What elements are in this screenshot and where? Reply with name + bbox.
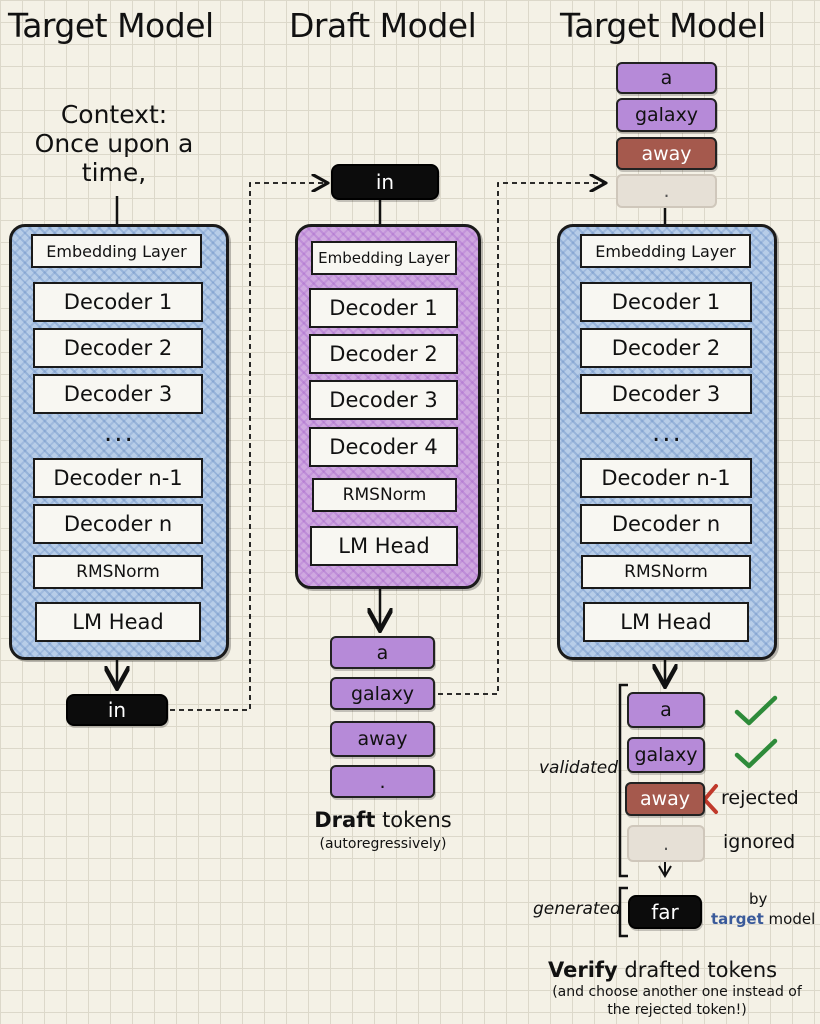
model-word: model xyxy=(763,910,816,928)
input-token-left: in xyxy=(66,694,168,726)
verify-token-rejected: away xyxy=(625,782,705,816)
target-word: target xyxy=(711,910,764,928)
incoming-token: galaxy xyxy=(616,98,717,132)
draft-embedding-layer: Embedding Layer xyxy=(311,241,457,275)
incoming-token: a xyxy=(616,62,717,94)
rejected-label: rejected xyxy=(721,787,799,809)
verify-caption-rest: drafted tokens xyxy=(617,958,778,982)
right-title: Target Model xyxy=(560,6,766,45)
right-lm-head: LM Head xyxy=(583,602,749,642)
draft-token: away xyxy=(330,721,435,757)
draft-decoder-1: Decoder 1 xyxy=(309,288,458,328)
right-decoder-1: Decoder 1 xyxy=(580,282,752,322)
context-text: Context: Once upon a time, xyxy=(28,100,200,187)
draft-tokens-caption: Draft tokens xyxy=(300,808,466,832)
right-decoder-n-minus-1: Decoder n-1 xyxy=(580,458,752,498)
draft-token: a xyxy=(330,636,435,669)
incoming-token: away xyxy=(616,137,717,170)
generated-label: generated xyxy=(533,899,621,919)
validated-label: validated xyxy=(539,758,619,778)
draft-caption-bold: Draft xyxy=(314,808,376,832)
verify-caption-bold: Verify xyxy=(548,958,618,982)
right-decoder-n: Decoder n xyxy=(580,504,752,544)
right-decoder-3: Decoder 3 xyxy=(580,374,752,414)
ignored-label: ignored xyxy=(723,831,796,853)
verify-caption: Verify drafted tokens xyxy=(548,958,777,982)
incoming-token: . xyxy=(616,174,717,208)
by-target-model-label: target model xyxy=(711,910,815,928)
decoder-2: Decoder 2 xyxy=(33,328,203,368)
draft-caption-rest: tokens xyxy=(375,808,452,832)
verify-token: galaxy xyxy=(627,737,705,773)
generated-token: far xyxy=(628,895,702,929)
middle-title: Draft Model xyxy=(289,6,477,45)
draft-decoder-2: Decoder 2 xyxy=(309,334,458,374)
input-token-draft: in xyxy=(331,164,439,200)
decoder-1: Decoder 1 xyxy=(33,282,203,322)
draft-caption-sub: (autoregressively) xyxy=(319,836,447,852)
right-embedding-layer: Embedding Layer xyxy=(580,234,751,268)
right-rmsnorm-layer: RMSNorm xyxy=(581,555,751,589)
right-layer-ellipsis: ... xyxy=(652,418,683,448)
context-line: Once upon a xyxy=(34,129,194,158)
rmsnorm-layer: RMSNorm xyxy=(33,555,203,589)
draft-decoder-3: Decoder 3 xyxy=(309,380,458,420)
verify-token: a xyxy=(627,692,705,728)
check-icon xyxy=(734,695,778,726)
draft-token: galaxy xyxy=(330,677,435,710)
decoder-3: Decoder 3 xyxy=(33,374,203,414)
by-label: by xyxy=(749,890,768,908)
left-title: Target Model xyxy=(8,6,214,45)
verify-caption-line2: (and choose another one instead of xyxy=(552,984,802,1000)
decoder-n: Decoder n xyxy=(33,504,203,544)
verify-token-ignored: . xyxy=(627,825,705,862)
check-icon xyxy=(734,738,778,769)
draft-token: . xyxy=(330,765,435,798)
embedding-layer: Embedding Layer xyxy=(31,234,202,268)
layer-ellipsis: ... xyxy=(104,418,135,448)
context-line: Context: xyxy=(60,100,168,129)
lm-head: LM Head xyxy=(35,602,201,642)
draft-rmsnorm-layer: RMSNorm xyxy=(312,478,457,512)
verify-caption-line3: the rejected token!) xyxy=(607,1002,747,1018)
draft-decoder-4: Decoder 4 xyxy=(309,427,458,467)
context-line: time, xyxy=(81,158,147,187)
right-decoder-2: Decoder 2 xyxy=(580,328,752,368)
draft-lm-head: LM Head xyxy=(310,526,458,566)
decoder-n-minus-1: Decoder n-1 xyxy=(33,458,203,498)
